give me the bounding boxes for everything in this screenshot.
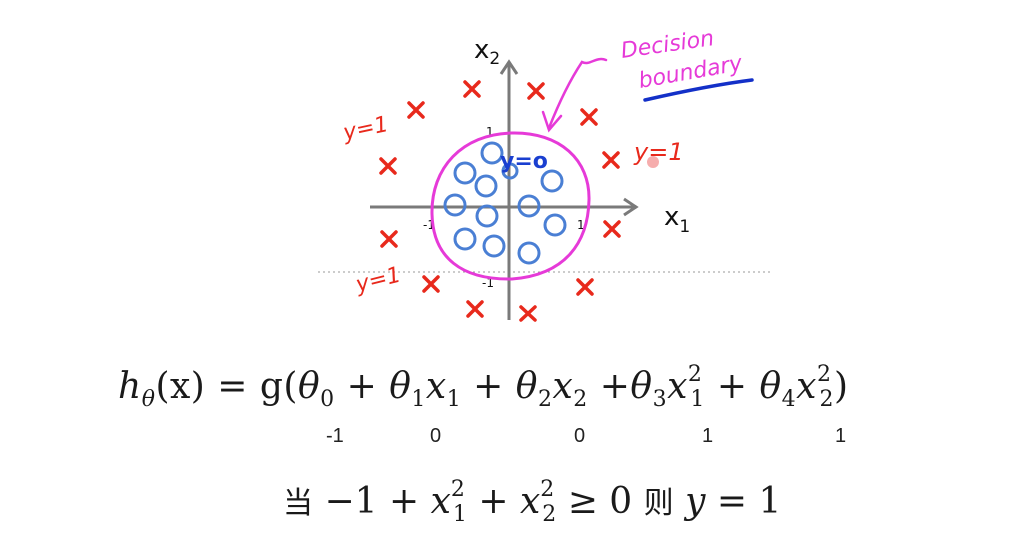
cross-point [527, 82, 545, 100]
cross-point [463, 80, 481, 98]
circle-point [475, 204, 499, 228]
cross-point [576, 278, 594, 296]
circle-point [443, 193, 467, 217]
circle-point [480, 141, 504, 165]
coefficient-theta2: 0 [574, 425, 586, 447]
cross-points [379, 80, 621, 322]
coefficient-theta3: 1 [702, 425, 714, 447]
cross-point [603, 220, 621, 238]
when-label: 当 [283, 486, 313, 521]
then-label: 则 [643, 486, 674, 521]
coefficient-theta0: -1 [326, 425, 344, 447]
label-y1-left-top: y=1 [340, 112, 391, 146]
label-y1-left-bottom: y=1 [352, 263, 403, 298]
circle-point [501, 162, 519, 180]
cross-point [580, 108, 598, 126]
cross-point [407, 101, 425, 119]
decision-boundary-circle [430, 131, 591, 281]
cross-point [422, 275, 440, 293]
circle-point [453, 227, 477, 251]
label-y0-inside: y=o [500, 149, 548, 174]
x1-axis-label: x1 [664, 202, 690, 237]
tick-x-neg: -1 [423, 218, 435, 232]
cross-point [602, 151, 620, 169]
pen-dot [647, 156, 659, 168]
circle-point [482, 234, 506, 258]
coefficient-theta1: 0 [430, 425, 442, 447]
cross-point [379, 157, 397, 175]
decision-boundary-diagram: x2 x1 -1 1 1 -1 [318, 26, 772, 322]
cross-point [380, 230, 398, 248]
x2-axis-label: x2 [474, 35, 500, 69]
prediction-condition: 当 −1 + x21 + x22 ≥ 0 则 y = 1 [283, 477, 782, 528]
annotation-arrowhead [541, 110, 563, 133]
x2-axis-arrowhead [499, 59, 519, 75]
circle-point [540, 169, 564, 193]
tick-y-pos: 1 [486, 125, 494, 139]
coefficient-theta4: 1 [835, 425, 847, 447]
x1-axis-arrowhead [623, 197, 639, 217]
circle-point [453, 161, 477, 185]
cross-point [519, 305, 537, 322]
annotation-arrow [547, 57, 608, 130]
annotation-underline [643, 78, 754, 102]
circle-point [517, 194, 541, 218]
circle-points [443, 141, 567, 265]
circle-point [517, 241, 541, 265]
hypothesis-formula: hθ(x) = g(θ0 + θ1x1 + θ2x2 +θ3x21 + θ4x2… [118, 362, 849, 413]
tick-y-neg: -1 [482, 276, 494, 290]
circle-point [474, 174, 498, 198]
tick-x-pos: 1 [577, 218, 585, 232]
circle-point [543, 213, 567, 237]
cross-point [466, 300, 484, 318]
